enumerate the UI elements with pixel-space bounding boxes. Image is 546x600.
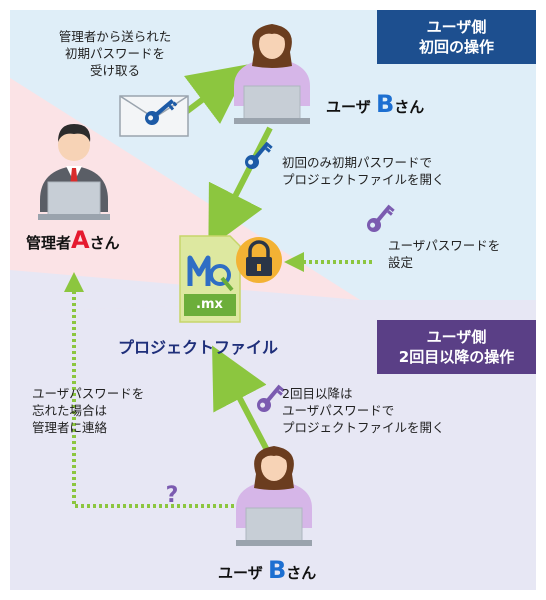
note-receive-password: 管理者から送られた 初期パスワードを 受け取る xyxy=(58,29,172,78)
admin-label: 管理者Aさん xyxy=(26,226,120,254)
user-bottom-label: ユーザ Bさん xyxy=(218,556,317,584)
laptop-icon xyxy=(38,181,110,220)
note-first-open: 初回のみ初期パスワードで プロジェクトファイルを開く xyxy=(282,155,445,187)
key-icon xyxy=(245,141,273,169)
user-bottom-letter: B xyxy=(267,556,287,584)
note-second-open: 2回目以降は ユーザパスワードで プロジェクトファイルを開く xyxy=(282,386,445,435)
project-file-label: プロジェクトファイル xyxy=(118,338,279,357)
user-top-label: ユーザ Bさん xyxy=(326,90,425,118)
badge-first-time: ユーザ側 初回の操作 xyxy=(377,10,536,64)
mq-logo-icon xyxy=(187,255,234,292)
file-extension: .mx xyxy=(196,297,223,312)
key-icon xyxy=(367,204,395,232)
question-mark: ? xyxy=(165,483,179,508)
badge-second-time: ユーザ側 2回目以降の操作 xyxy=(377,320,536,374)
key-icon xyxy=(257,384,285,412)
note-forgot-password: ユーザパスワードを 忘れた場合は 管理者に連絡 xyxy=(32,386,145,435)
laptop-icon xyxy=(234,85,310,124)
note-set-password: ユーザパスワードを 設定 xyxy=(388,238,501,270)
arrow-user-to-file xyxy=(208,126,273,249)
arrow-contact-admin xyxy=(64,272,240,508)
top-region xyxy=(10,10,536,300)
admin-letter: A xyxy=(71,226,90,254)
laptop-icon xyxy=(236,507,312,546)
lock-icon xyxy=(236,237,282,283)
key-icon xyxy=(145,99,178,125)
user-top-letter: B xyxy=(375,90,395,118)
arrow-user2-to-file xyxy=(212,345,271,454)
